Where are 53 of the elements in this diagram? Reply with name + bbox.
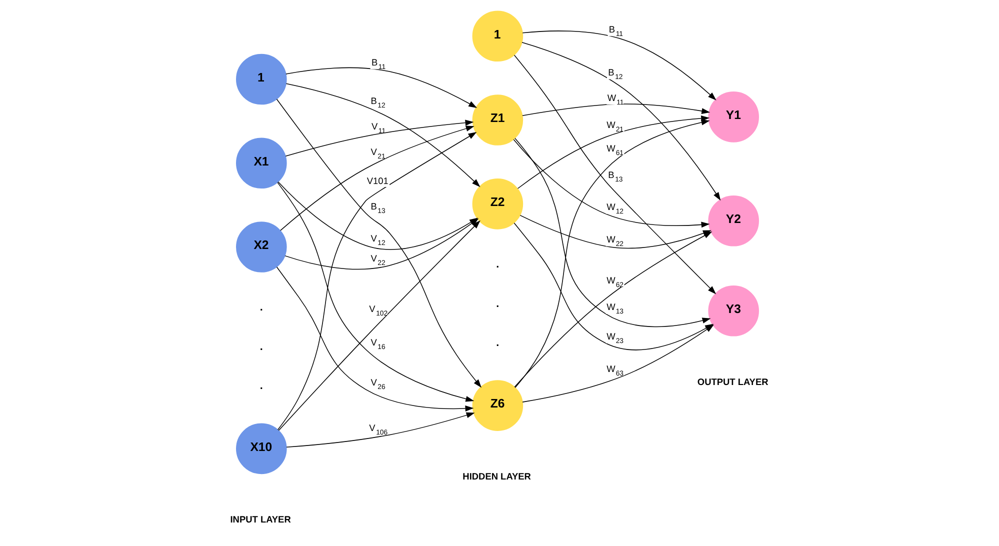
arrow: [521, 42, 720, 201]
arrow: [516, 115, 710, 189]
edge-label: W$_{13}$: [606, 302, 624, 316]
edge-label: V$_{22}$: [370, 254, 385, 268]
arrow: [278, 220, 480, 431]
node-circle: Z1: [472, 94, 523, 146]
edge-label: V$_{21}$: [370, 146, 385, 160]
arrow: [522, 30, 716, 100]
edge-label: W$_{11}$: [606, 92, 624, 106]
edge-label: V$_{106}$: [368, 423, 388, 437]
label: INPUT LAYER: [230, 514, 290, 525]
label: .: [496, 298, 499, 310]
edge-label: W$_{63}$: [606, 364, 624, 378]
edge-label: V$_{102}$: [368, 304, 388, 318]
label: .: [259, 302, 262, 314]
edge-label: B$_{12}$: [370, 96, 385, 110]
edge-label: W$_{21}$: [606, 120, 624, 134]
arrow: [276, 266, 474, 412]
edge-label: B$_{11}$: [608, 24, 623, 38]
edge-label: V101: [366, 176, 388, 186]
edge-label: W$_{12}$: [606, 202, 624, 216]
edge-label: V$_{26}$: [370, 378, 385, 392]
edge-label: V$_{11}$: [370, 121, 386, 135]
arrow: [512, 139, 710, 228]
label: .: [259, 340, 262, 353]
arrow: [286, 412, 474, 448]
edge-label: W$_{61}$: [606, 144, 624, 158]
arrow: [276, 182, 474, 402]
node-circle: X1: [236, 138, 286, 189]
label: OUTPUT LAYER: [696, 376, 768, 387]
edge-label: B$_{12}$: [608, 67, 622, 81]
node-circle: 1: [472, 10, 523, 62]
node-circle: X10: [236, 423, 286, 474]
edge-label: W$_{62}$: [606, 275, 624, 289]
arrow: [514, 232, 712, 388]
edge-label: B$_{13}$: [370, 201, 385, 215]
label: .: [259, 380, 262, 392]
edge-label: W$_{23}$: [606, 331, 624, 345]
arrow: [276, 98, 482, 388]
label: .: [496, 337, 499, 350]
edge-label: B$_{11}$: [370, 57, 386, 71]
edge-label: B$_{13}$: [608, 170, 622, 184]
node-circle: X2: [236, 222, 286, 272]
arrow: [522, 104, 710, 116]
arrow: [280, 126, 474, 231]
arrow: [513, 54, 716, 294]
label: .: [496, 258, 499, 271]
node-circle: Y2: [708, 195, 758, 246]
label: HIDDEN LAYER: [462, 472, 530, 482]
edge-label: V$_{16}$: [370, 338, 385, 352]
edge-label: V$_{12}$: [370, 234, 385, 248]
node-circle: 1: [236, 54, 286, 105]
edge-label: W$_{22}$: [606, 234, 624, 248]
